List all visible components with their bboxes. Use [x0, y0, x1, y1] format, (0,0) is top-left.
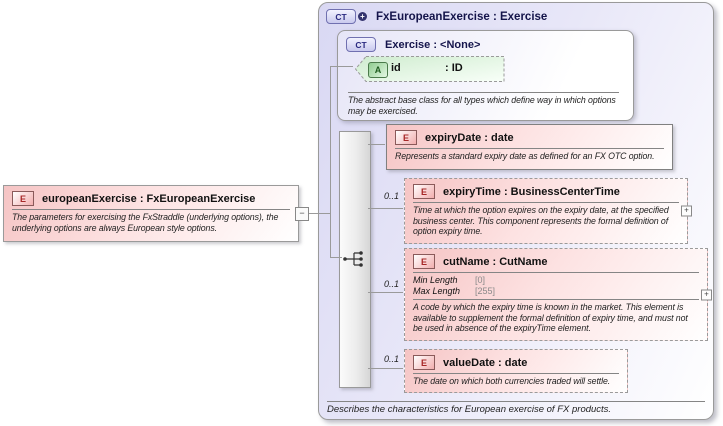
element-box-valuedate[interactable]: E valueDate : date The date on which bot… — [404, 349, 628, 393]
element-box-expirydate[interactable]: E expiryDate : date Represents a standar… — [386, 124, 673, 170]
attribute-shape — [355, 56, 505, 82]
attribute-type: : ID — [445, 62, 463, 74]
connector-line — [330, 257, 342, 258]
facet-label: Max Length — [413, 285, 461, 296]
connector-line — [330, 66, 331, 258]
connector-line — [308, 213, 330, 214]
element-box-expirytime[interactable]: E expiryTime : BusinessCenterTime Time a… — [404, 178, 692, 244]
element-badge-icon: E — [413, 355, 435, 370]
facet-list: Min Length [0] Max Length [255] — [413, 275, 699, 296]
connector-line — [368, 208, 403, 209]
facet-value: [255] — [475, 285, 496, 296]
connector-line — [368, 368, 403, 369]
divider — [413, 202, 679, 203]
complex-type-header: CT + FxEuropeanExercise : Exercise — [326, 9, 547, 24]
complex-type-badge-icon: CT + — [326, 9, 367, 24]
element-box-cutname[interactable]: E cutName : CutName Min Length [0] Max L… — [404, 248, 712, 341]
divider — [348, 92, 619, 93]
element-title: expiryTime : BusinessCenterTime — [443, 185, 620, 198]
element-title: valueDate : date — [443, 356, 528, 369]
sequence-icon[interactable] — [342, 249, 366, 269]
attribute-box[interactable]: A id : ID — [355, 56, 505, 82]
element-annotation: A code by which the expiry time is known… — [413, 302, 688, 334]
element-annotation: Time at which the option expires on the … — [413, 205, 669, 237]
expand-toggle-icon[interactable]: + — [681, 205, 692, 217]
element-title: cutName : CutName — [443, 255, 548, 268]
complex-type-badge-icon: CT — [346, 37, 376, 52]
complex-type-annotation: Describes the characteristics for Europe… — [327, 404, 612, 415]
complex-type-title: FxEuropeanExercise : Exercise — [376, 10, 548, 23]
connector-line — [368, 292, 403, 293]
collapse-toggle-icon[interactable]: − — [295, 207, 309, 221]
element-badge-icon: E — [395, 130, 417, 145]
sequence-compositor-bar[interactable] — [339, 131, 371, 388]
element-badge-icon: E — [413, 254, 435, 269]
attribute-name: id — [391, 62, 401, 74]
element-badge-icon: E — [12, 191, 34, 206]
base-type-box[interactable]: CT Exercise : <None> A id : ID — [337, 30, 634, 121]
cardinality-label: 0..1 — [383, 279, 399, 289]
element-annotation: Represents a standard expiry date as def… — [395, 151, 655, 161]
facet-row: Max Length [255] — [413, 286, 699, 297]
divider — [413, 272, 699, 273]
divider — [395, 148, 664, 149]
element-annotation: The date on which both currencies traded… — [413, 376, 611, 386]
base-type-title: Exercise : <None> — [385, 38, 481, 51]
divider — [413, 373, 619, 374]
root-element-box[interactable]: E europeanExercise : FxEuropeanExercise … — [3, 185, 299, 242]
cardinality-label: 0..1 — [383, 354, 399, 364]
cardinality-label: 0..1 — [383, 191, 399, 201]
facet-row: Min Length [0] — [413, 275, 699, 286]
attribute-badge-icon: A — [368, 62, 388, 78]
element-title: expiryDate : date — [425, 131, 514, 144]
element-badge-icon: E — [413, 184, 435, 199]
facet-value: [0] — [475, 275, 486, 285]
global-type-plus-icon: + — [358, 12, 367, 21]
root-element-title: europeanExercise : FxEuropeanExercise — [42, 192, 256, 205]
base-type-annotation: The abstract base class for all types wh… — [348, 95, 616, 116]
connector-line — [331, 66, 353, 67]
complex-type-panel: CT + FxEuropeanExercise : Exercise CT Ex… — [318, 2, 714, 420]
connector-line — [368, 144, 385, 145]
divider — [413, 299, 699, 300]
divider — [12, 209, 290, 210]
base-type-header: CT Exercise : <None> — [346, 37, 480, 52]
divider — [327, 401, 705, 402]
expand-toggle-icon[interactable]: + — [701, 289, 712, 300]
root-element-annotation: The parameters for exercising the FxStra… — [12, 212, 279, 233]
root-element-header: E europeanExercise : FxEuropeanExercise — [4, 186, 298, 206]
facet-label: Min Length — [413, 275, 458, 285]
